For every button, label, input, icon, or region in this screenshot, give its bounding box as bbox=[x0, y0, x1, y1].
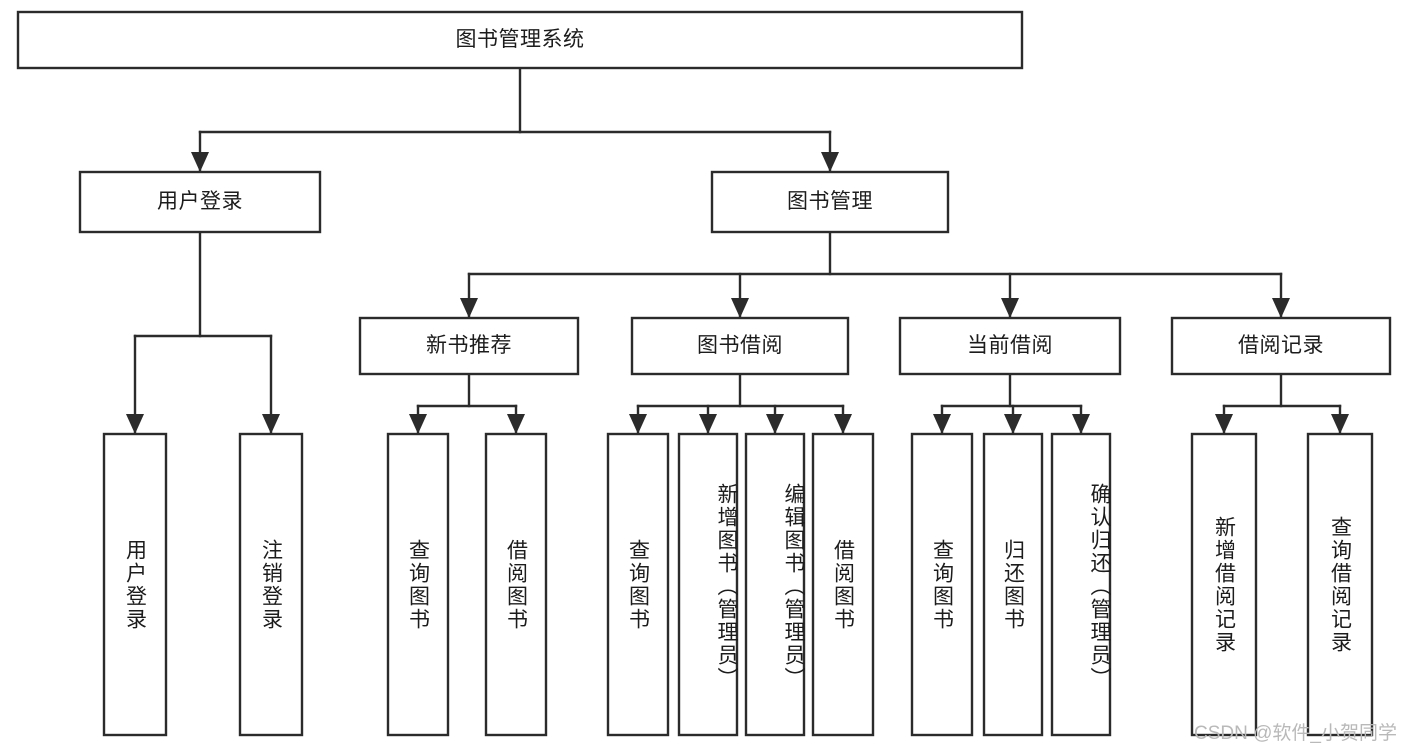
node-box-leaf-edit-book[interactable] bbox=[744, 432, 806, 737]
node-box-leaf-add-book[interactable] bbox=[677, 432, 739, 737]
node-box-leaf-return-book[interactable] bbox=[982, 432, 1044, 737]
arrow-head-current-borrow bbox=[1001, 298, 1019, 318]
arrow-head-leaf-return-book bbox=[1004, 414, 1022, 434]
arrow-head-leaf-query-record bbox=[1331, 414, 1349, 434]
watermark-text: CSDN @软件_小贺同学 bbox=[1194, 723, 1397, 744]
arrow-head-leaf-add-book bbox=[699, 414, 717, 434]
box-layer bbox=[16, 10, 1392, 737]
node-box-leaf-borrow-book-1[interactable] bbox=[484, 432, 548, 737]
arrow-head-book-manage bbox=[821, 152, 839, 172]
arrow-head-new-book-recommend bbox=[460, 298, 478, 318]
arrow-head-borrow-record bbox=[1272, 298, 1290, 318]
edge-layer bbox=[126, 66, 1349, 435]
node-box-book-manage[interactable] bbox=[710, 170, 950, 234]
arrow-head-leaf-borrow-book-1 bbox=[507, 414, 525, 434]
arrow-head-leaf-add-record bbox=[1215, 414, 1233, 434]
arrow-head-leaf-edit-book bbox=[766, 414, 784, 434]
arrow-head-leaf-query-book-3 bbox=[933, 414, 951, 434]
arrow-head-leaf-user-login bbox=[126, 414, 144, 434]
arrow-head-leaf-confirm-return bbox=[1072, 414, 1090, 434]
node-box-leaf-query-book-1[interactable] bbox=[386, 432, 450, 737]
arrow-head-leaf-borrow-book-2 bbox=[834, 414, 852, 434]
node-box-leaf-query-book-3[interactable] bbox=[910, 432, 974, 737]
node-box-leaf-user-logout[interactable] bbox=[238, 432, 304, 737]
node-box-user-login[interactable] bbox=[78, 170, 322, 234]
node-box-borrow-record[interactable] bbox=[1170, 316, 1392, 376]
node-box-leaf-borrow-book-2[interactable] bbox=[811, 432, 875, 737]
arrow-head-leaf-user-logout bbox=[262, 414, 280, 434]
node-box-leaf-add-record[interactable] bbox=[1190, 432, 1258, 737]
node-box-leaf-confirm-return[interactable] bbox=[1050, 432, 1112, 737]
node-box-current-borrow[interactable] bbox=[898, 316, 1122, 376]
arrow-head-book-borrow bbox=[731, 298, 749, 318]
arrow-head-user-login bbox=[191, 152, 209, 172]
node-box-leaf-query-record[interactable] bbox=[1306, 432, 1374, 737]
node-box-leaf-user-login[interactable] bbox=[102, 432, 168, 737]
node-box-book-borrow[interactable] bbox=[630, 316, 850, 376]
arrow-head-leaf-query-book-2 bbox=[629, 414, 647, 434]
node-box-new-book-recommend[interactable] bbox=[358, 316, 580, 376]
arrow-head-leaf-query-book-1 bbox=[409, 414, 427, 434]
node-box-root[interactable] bbox=[16, 10, 1024, 70]
node-box-leaf-query-book-2[interactable] bbox=[606, 432, 670, 737]
